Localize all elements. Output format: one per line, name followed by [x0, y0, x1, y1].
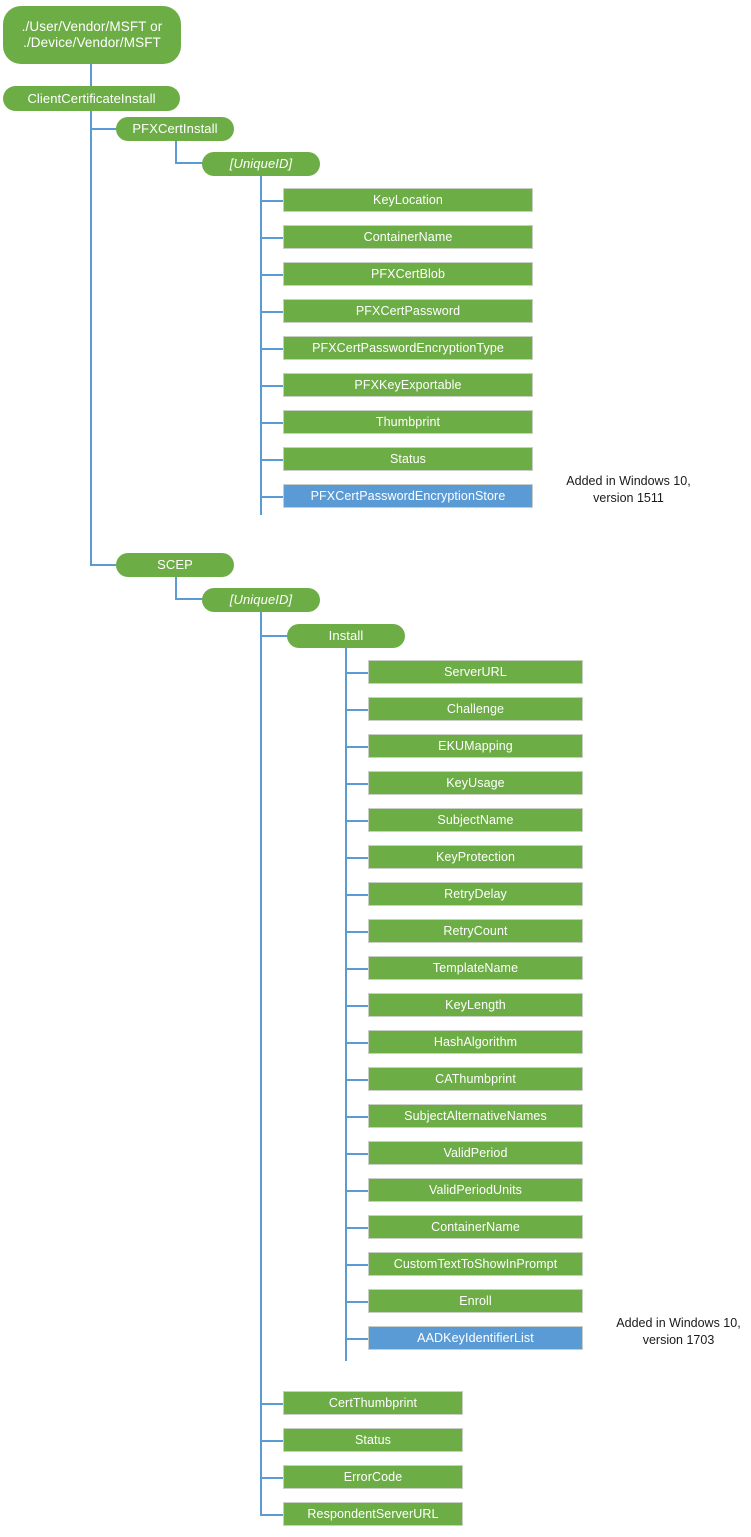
connector-stub	[260, 1477, 283, 1479]
connector-stub	[260, 1514, 283, 1516]
node-containername: ContainerName	[368, 1215, 583, 1239]
node-subjectalternativenames: SubjectAlternativeNames	[368, 1104, 583, 1128]
node-certthumbprint: CertThumbprint	[283, 1391, 463, 1415]
connector-pfxcertinstall-to-uniqueid	[175, 162, 203, 164]
connector-stub	[345, 1338, 368, 1340]
connector-scep-trunk	[175, 577, 177, 599]
node-pfxcertinstall: PFXCertInstall	[116, 117, 234, 141]
node-errorcode: ErrorCode	[283, 1465, 463, 1489]
node-serverurl: ServerURL	[368, 660, 583, 684]
node-pfx-uniqueid: [UniqueID]	[202, 152, 320, 176]
connector-stub	[260, 200, 283, 202]
connector-scep-uniqueid-to-install	[260, 635, 288, 637]
connector-level1-trunk	[90, 111, 92, 566]
connector-stub	[260, 237, 283, 239]
node-validperiodunits: ValidPeriodUnits	[368, 1178, 583, 1202]
connector-stub	[345, 672, 368, 674]
connector-stub	[345, 783, 368, 785]
connector-stub	[345, 1116, 368, 1118]
node-pfxcertpassword: PFXCertPassword	[283, 299, 533, 323]
connector-pfx-uniqueid-spine	[260, 176, 262, 515]
node-thumbprint: Thumbprint	[283, 410, 533, 434]
node-subjectname: SubjectName	[368, 808, 583, 832]
node-retrydelay: RetryDelay	[368, 882, 583, 906]
connector-stub	[260, 422, 283, 424]
node-status: Status	[283, 447, 533, 471]
node-templatename: TemplateName	[368, 956, 583, 980]
node-containername: ContainerName	[283, 225, 533, 249]
connector-root-to-level1	[90, 64, 92, 86]
node-retrycount: RetryCount	[368, 919, 583, 943]
node-respondentserverurl: RespondentServerURL	[283, 1502, 463, 1526]
node-root: ./User/Vendor/MSFT or ./Device/Vendor/MS…	[3, 6, 181, 64]
connector-stub	[260, 496, 283, 498]
node-cathumbprint: CAThumbprint	[368, 1067, 583, 1091]
node-scep: SCEP	[116, 553, 234, 577]
node-ekumapping: EKUMapping	[368, 734, 583, 758]
connector-scep-to-uniqueid	[175, 598, 203, 600]
connector-to-scep	[90, 564, 117, 566]
connector-stub	[345, 1153, 368, 1155]
connector-stub	[345, 1042, 368, 1044]
node-pfxcertpasswordencryptionstore: PFXCertPasswordEncryptionStore	[283, 484, 533, 508]
connector-stub	[345, 1301, 368, 1303]
connector-stub	[345, 1264, 368, 1266]
connector-stub	[260, 274, 283, 276]
connector-stub	[345, 1190, 368, 1192]
node-keylength: KeyLength	[368, 993, 583, 1017]
connector-stub	[345, 1227, 368, 1229]
node-customtexttoshowinprompt: CustomTextToShowInPrompt	[368, 1252, 583, 1276]
connector-pfxcertinstall-trunk	[175, 141, 177, 163]
annotation-aadkeyidentifierlist: Added in Windows 10, version 1703	[616, 1316, 741, 1347]
connector-stub	[260, 1440, 283, 1442]
node-keylocation: KeyLocation	[283, 188, 533, 212]
connector-stub	[345, 746, 368, 748]
node-keyprotection: KeyProtection	[368, 845, 583, 869]
node-enroll: Enroll	[368, 1289, 583, 1313]
connector-stub	[345, 931, 368, 933]
connector-stub	[345, 857, 368, 859]
node-clientcertificateinstall: ClientCertificateInstall	[3, 86, 180, 111]
connector-stub	[345, 709, 368, 711]
node-pfxkeyexportable: PFXKeyExportable	[283, 373, 533, 397]
node-install: Install	[287, 624, 405, 648]
connector-stub	[260, 348, 283, 350]
annotation-pfxcertpasswordencryptionstore: Added in Windows 10, version 1511	[566, 474, 691, 505]
connector-stub	[345, 1005, 368, 1007]
connector-install-spine	[345, 648, 347, 1361]
connector-to-pfxcertinstall	[90, 128, 117, 130]
connector-stub	[345, 1079, 368, 1081]
node-challenge: Challenge	[368, 697, 583, 721]
node-pfxcertpasswordencryptiontype: PFXCertPasswordEncryptionType	[283, 336, 533, 360]
node-hashalgorithm: HashAlgorithm	[368, 1030, 583, 1054]
node-validperiod: ValidPeriod	[368, 1141, 583, 1165]
connector-stub	[260, 385, 283, 387]
node-keyusage: KeyUsage	[368, 771, 583, 795]
connector-stub	[260, 459, 283, 461]
connector-stub	[345, 894, 368, 896]
connector-stub	[345, 820, 368, 822]
node-aadkeyidentifierlist: AADKeyIdentifierList	[368, 1326, 583, 1350]
connector-stub	[260, 311, 283, 313]
connector-stub	[260, 1403, 283, 1405]
node-status: Status	[283, 1428, 463, 1452]
node-scep-uniqueid: [UniqueID]	[202, 588, 320, 612]
connector-scep-uniqueid-spine	[260, 612, 262, 1516]
connector-stub	[345, 968, 368, 970]
node-pfxcertblob: PFXCertBlob	[283, 262, 533, 286]
